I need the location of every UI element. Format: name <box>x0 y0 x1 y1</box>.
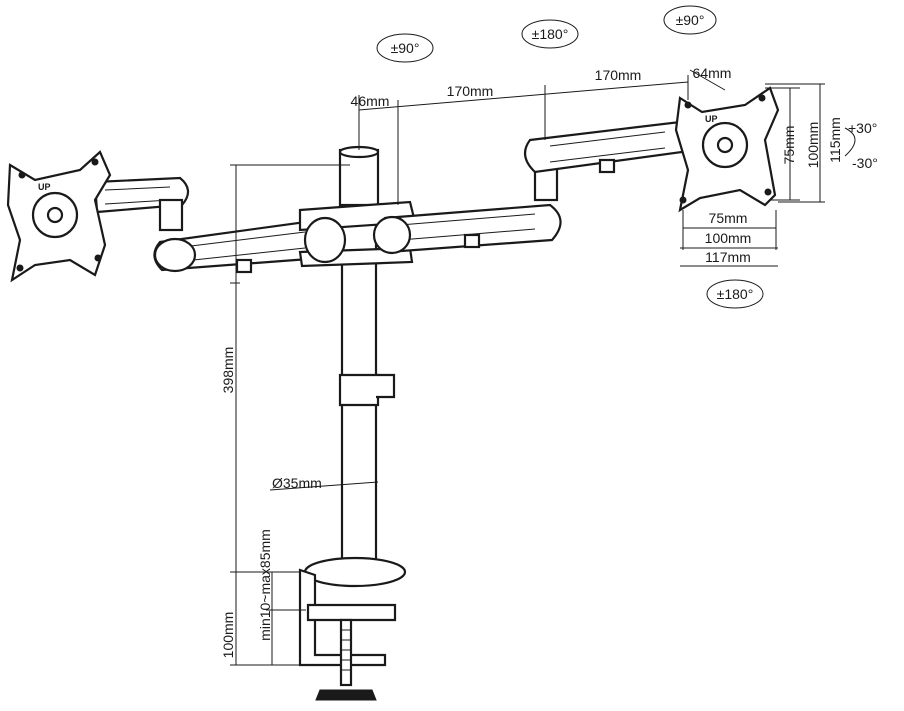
plate-up-marking-left: UP <box>38 182 51 192</box>
plate-depth-dimension: 64mm <box>693 65 732 81</box>
rotation-indicators <box>376 5 764 309</box>
vesa-vertical-outer: 115mm <box>827 117 843 163</box>
vesa-vertical-inner: 75mm <box>781 126 797 165</box>
left-vesa-plate <box>6 150 112 283</box>
tilt-down-label: -30° <box>852 155 878 171</box>
rotation-label-top-right: ±90° <box>676 12 705 28</box>
vesa-horizontal-inner: 75mm <box>709 210 748 226</box>
arm-1-dimension: 170mm <box>447 83 494 99</box>
plate-up-marking-right: UP <box>705 114 718 124</box>
tilt-up-label: +30° <box>848 120 877 136</box>
desk-thickness-dimension: min10~max85mm <box>257 529 273 641</box>
rotation-label-bottom-right: ±180° <box>717 286 754 302</box>
right-vesa-plate <box>674 86 780 213</box>
left-upper-arm <box>93 176 190 232</box>
rotation-label-top-center: ±180° <box>532 26 569 42</box>
right-upper-arm <box>523 120 690 202</box>
desk-clamp <box>298 556 407 701</box>
vesa-horizontal-middle: 100mm <box>705 230 752 246</box>
dimension-lines <box>230 69 856 666</box>
left-lower-arm <box>153 218 332 274</box>
arm-2-dimension: 170mm <box>595 67 642 83</box>
right-lower-arm <box>372 203 562 255</box>
pole-diameter-dimension: Ø35mm <box>272 475 322 491</box>
vesa-vertical-middle: 100mm <box>805 122 821 169</box>
pole-offset-dimension: 46mm <box>351 93 390 109</box>
clamp-depth-dimension: 100mm <box>220 612 236 659</box>
rotation-label-top-left: ±90° <box>391 40 420 56</box>
pole-height-dimension: 398mm <box>220 347 236 394</box>
vesa-horizontal-outer: 117mm <box>705 249 751 265</box>
